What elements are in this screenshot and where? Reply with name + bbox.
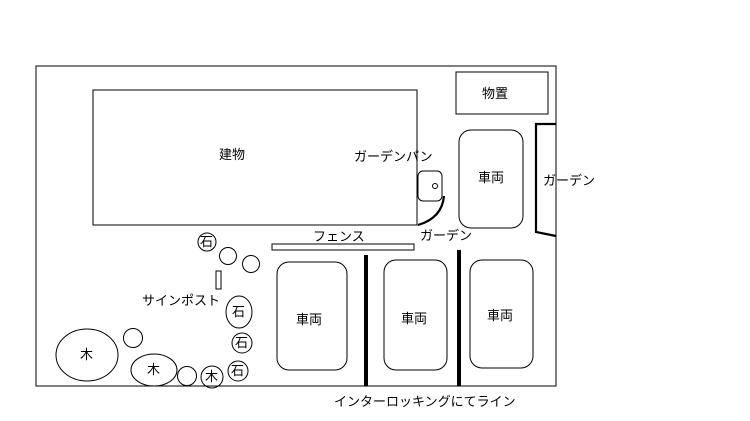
- tree-outline-1: [55, 328, 119, 382]
- vehicle-bottom-2: [383, 259, 448, 371]
- stone-label: 石: [200, 235, 214, 250]
- vehicle-bottom-1: [276, 261, 348, 371]
- storage-outline: [455, 71, 549, 115]
- vehicle-label: 車両: [487, 309, 514, 324]
- vehicle-label: 車両: [478, 171, 505, 186]
- fence-label: フェンス: [313, 230, 365, 245]
- tree-outline-3: [200, 365, 224, 389]
- building-label: 建物: [219, 148, 246, 163]
- garden-lower-label: ガーデン: [420, 229, 473, 244]
- stone-plain-2: [242, 255, 260, 273]
- stone-outline-3: [231, 332, 253, 354]
- stone-outline-4: [227, 360, 249, 382]
- garden-lower-bed: [417, 195, 446, 227]
- stone-outline-2: [225, 295, 253, 329]
- vehicle-label: 車両: [401, 312, 428, 327]
- stone-outline-1: [197, 232, 217, 252]
- garden-right-bed: [534, 122, 557, 238]
- sign-post-label: サインポスト: [142, 294, 221, 309]
- sign-post-marker: [215, 270, 222, 290]
- stone-label: 石: [231, 364, 245, 379]
- stone-plain-3: [123, 328, 143, 348]
- interlocking-line-label: インターロッキングにてライン: [334, 395, 516, 410]
- stone-plain-4: [177, 366, 197, 386]
- vehicle-label: 車両: [296, 313, 323, 328]
- storage-label: 物置: [482, 87, 509, 102]
- garden-right-label: ガーデン: [543, 174, 596, 189]
- tree-label: 木: [147, 363, 161, 378]
- building-outline: [92, 89, 418, 226]
- garden-pan-label: ガーデンパン: [354, 150, 433, 165]
- tree-label: 木: [80, 348, 94, 363]
- tree-outline-2: [130, 353, 178, 387]
- fence-outline: [271, 243, 415, 251]
- vehicle-bottom-3: [469, 259, 534, 369]
- stone-label: 石: [235, 336, 249, 351]
- vehicle-top-right: [458, 129, 524, 229]
- stone-label: 石: [232, 305, 246, 320]
- garden-pan-box: [417, 170, 443, 202]
- garden-pan-drain: [432, 183, 438, 189]
- stone-plain-1: [219, 247, 237, 265]
- lot-boundary: [35, 65, 557, 387]
- tree-label: 木: [205, 370, 219, 385]
